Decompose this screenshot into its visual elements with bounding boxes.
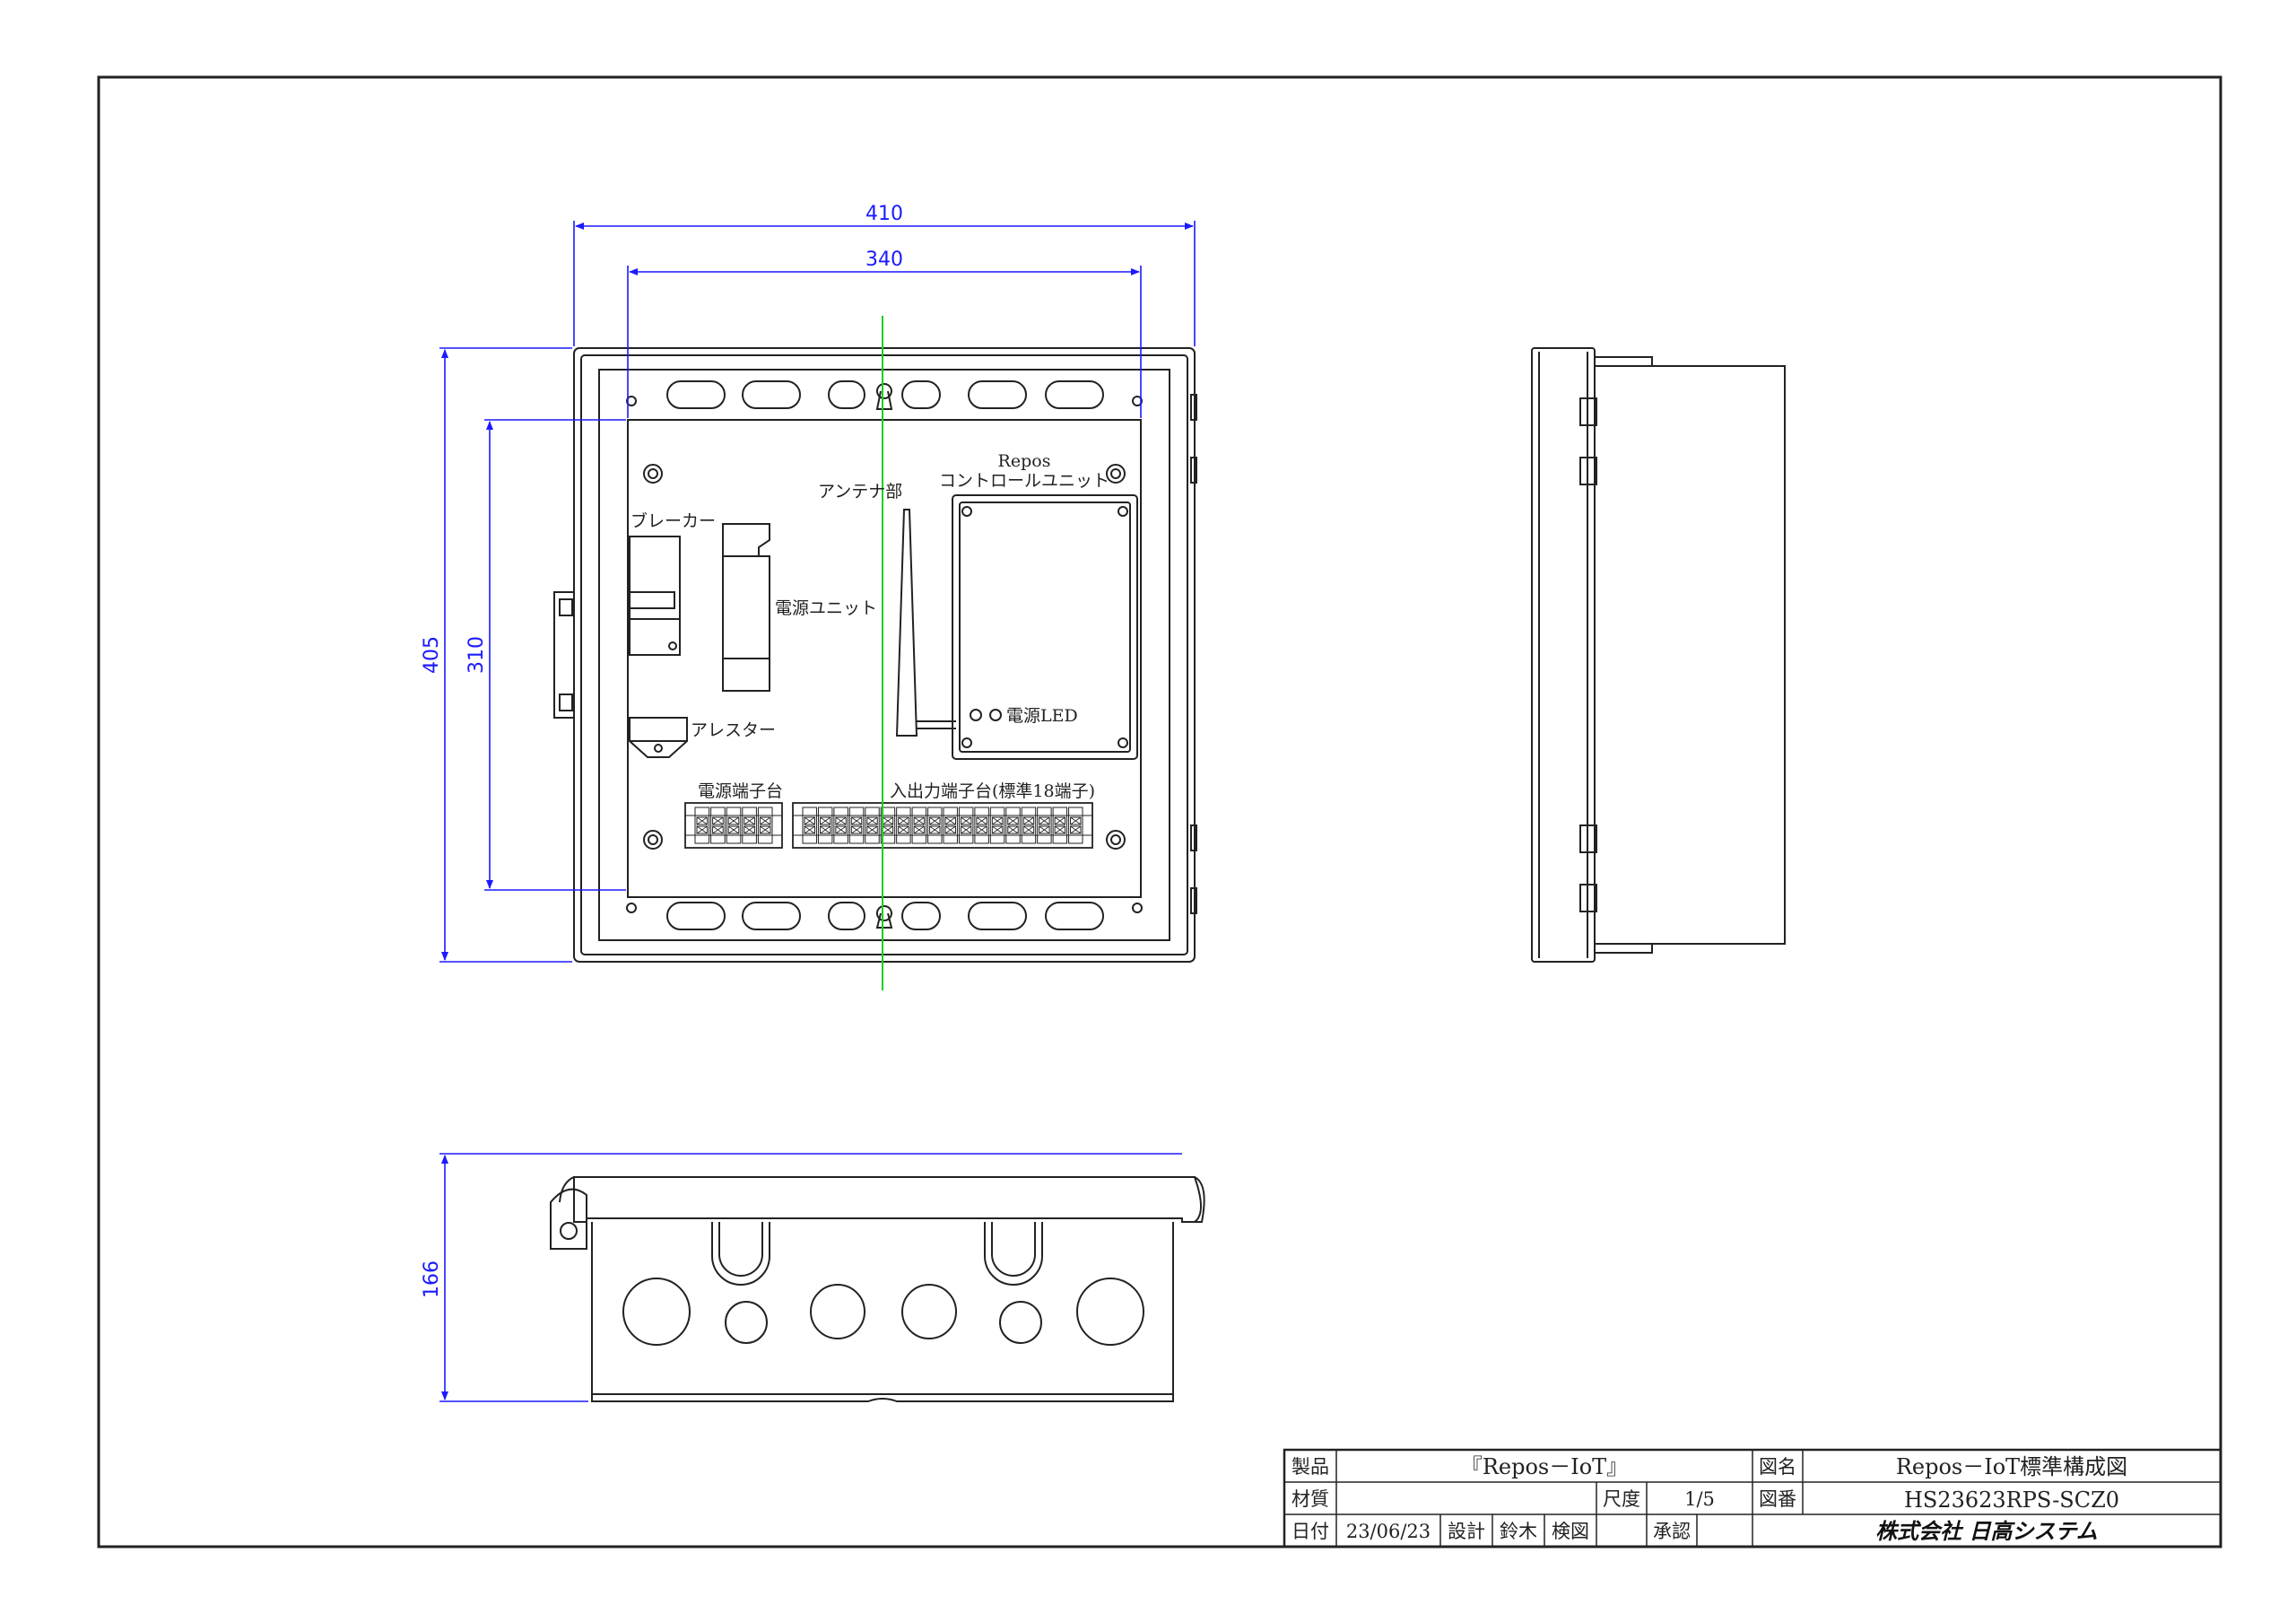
tb-material-label: 材質 [1292,1488,1329,1510]
tb-drawing-no: HS23623RPS-SCZ0 [1904,1487,2119,1513]
io-terminal-17 [1052,807,1068,844]
label-power-terminal: 電源端子台 [698,781,783,801]
power-terminal-4 [742,807,757,844]
io-terminal-2 [817,807,833,844]
io-terminal-5 [865,807,880,844]
io-terminal-6 [880,807,896,844]
label-control-unit-1: Repos [998,451,1051,471]
power-unit [722,523,770,692]
io-terminal-block [792,802,1093,849]
power-terminal-block [684,802,783,849]
component-labels: ブレーカー 電源ユニット アレスター アンテナ部 Repos コントロールユニッ… [631,451,1109,801]
front-dimensions: 410 340 405 310 [421,203,1196,963]
dim-depth: 166 [421,1260,443,1298]
tb-date-value: 23/06/23 [1346,1521,1431,1542]
power-led-1 [970,709,982,721]
dim-inner-height: 310 [465,636,488,674]
io-terminal-8 [911,807,927,844]
io-terminal-13 [989,807,1005,844]
power-terminal-3 [726,807,742,844]
dim-inner-width: 340 [865,249,903,271]
io-terminal-3 [833,807,848,844]
io-terminal-15 [1021,807,1037,844]
bottom-view: 166 [421,1153,1205,1402]
label-control-unit-2: コントロールユニット [939,471,1109,491]
tb-product-value: 『Repos－IoT』 [1461,1454,1628,1479]
label-arrester: アレスター [691,720,776,740]
label-breaker: ブレーカー [631,510,716,531]
tb-scale-label: 尺度 [1603,1488,1640,1510]
io-terminal-14 [1005,807,1021,844]
io-terminal-11 [958,807,974,844]
tb-company: 株式会社 日高システム [1875,1519,2098,1544]
io-terminal-16 [1037,807,1052,844]
tb-approve-label: 承認 [1653,1521,1691,1542]
tb-designer: 鈴木 [1500,1521,1537,1542]
power-terminal-5 [757,807,773,844]
antenna [895,509,918,737]
label-power-unit: 電源ユニット [775,598,877,618]
power-led-2 [989,709,1002,721]
io-terminal-4 [848,807,865,844]
tb-scale-value: 1/5 [1684,1488,1715,1510]
io-terminal-12 [974,807,989,844]
tb-drawing-name-label: 図名 [1759,1456,1796,1478]
label-io-terminal: 入出力端子台(標準18端子) [890,781,1095,801]
tb-drawing-no-label: 図番 [1759,1488,1796,1510]
power-terminal-1 [694,807,710,844]
dim-outer-width: 410 [865,203,903,225]
dim-outer-height: 405 [421,636,443,674]
tb-check-label: 検図 [1552,1521,1589,1542]
front-view [553,316,1197,990]
label-power-led: 電源LED [1006,706,1078,726]
drawing-frame [97,75,2222,1548]
side-view [1531,347,1786,963]
io-terminal-7 [896,807,911,844]
tb-design-label: 設計 [1448,1521,1485,1542]
control-unit [952,494,1138,760]
tb-product-label: 製品 [1292,1456,1329,1478]
io-terminal-9 [927,807,943,844]
io-terminal-18 [1068,807,1083,844]
io-terminal-10 [943,807,958,844]
tb-drawing-name: Repos－IoT標準構成図 [1896,1454,2127,1479]
breaker [629,536,681,656]
tb-date-label: 日付 [1292,1521,1329,1542]
io-terminal-1 [802,807,817,844]
power-terminal-2 [710,807,726,844]
label-antenna: アンテナ部 [818,482,902,502]
title-block: 製品 『Repos－IoT』 材質 尺度 1/5 日付 23/06/23 設計 … [1283,1448,2222,1548]
